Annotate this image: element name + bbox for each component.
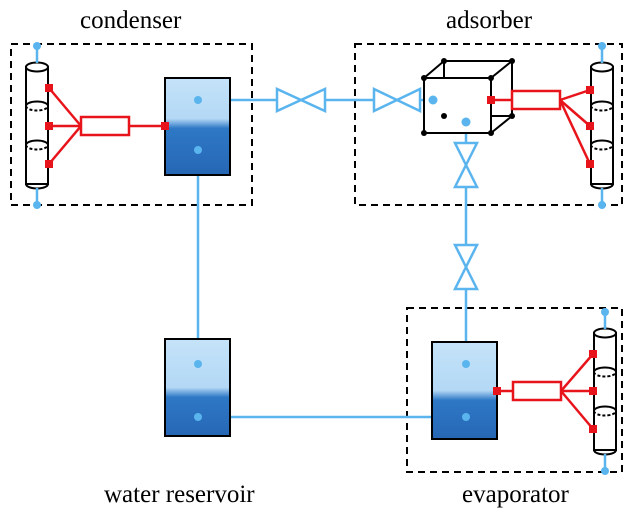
- valve-icon: [275, 87, 327, 113]
- valve-icon: [452, 141, 480, 189]
- adsorber-label: adsorber: [446, 7, 533, 34]
- adsorber-cube-nodes: [421, 58, 515, 136]
- adsorber-box: [354, 43, 623, 206]
- heating-element-icon: [497, 353, 594, 430]
- heat-exchanger-icon: [25, 61, 49, 190]
- exchanger-ports: [33, 42, 609, 475]
- water-tank-icon: [164, 338, 231, 437]
- water-pipes: [196, 98, 468, 419]
- valve-icon: [452, 243, 480, 291]
- water-tank-icon: [164, 77, 231, 176]
- condenser-label: condenser: [80, 7, 182, 34]
- heat-exchanger-icon: [590, 61, 614, 190]
- evaporator-box: [406, 307, 623, 473]
- condenser-box: [10, 43, 253, 206]
- pipe-joints: [194, 95, 471, 421]
- water-tank-icon: [431, 341, 498, 440]
- heating-element-icon: [491, 88, 592, 165]
- heat-exchanger-icon: [593, 327, 617, 456]
- valve-icon: [372, 87, 422, 113]
- heating-element-icon: [48, 87, 165, 165]
- evaporator-label: evaporator: [462, 481, 569, 508]
- adsorber-cube-icon: [423, 60, 513, 134]
- heat-terminals: [45, 84, 597, 433]
- water-reservoir-label: water reservoir: [104, 481, 255, 508]
